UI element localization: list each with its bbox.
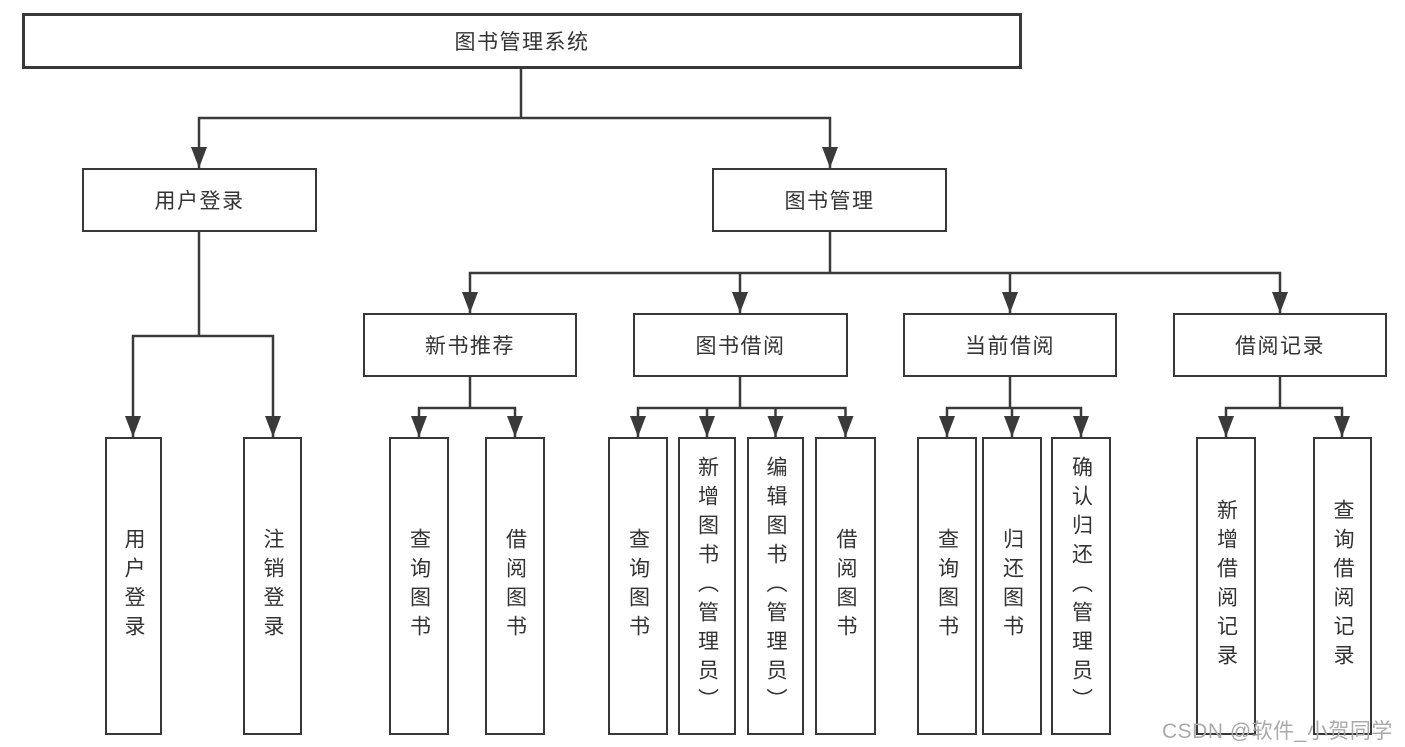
leaf-newbooks-borrow: 借阅图书 [485,437,545,735]
leaf-borrowing-edit-admin: 编辑图书（管理员） [747,437,804,735]
leaf-current-return: 归还图书 [982,437,1042,735]
node-current-borrowing: 当前借阅 [903,313,1117,377]
leaf-borrowing-borrow: 借阅图书 [815,437,876,735]
leaf-borrowing-add-admin-label: 新增图书（管理员） [695,455,719,717]
leaf-newbooks-search-label: 查询图书 [407,528,431,644]
leaf-newbooks-search: 查询图书 [389,437,449,735]
leaf-current-search: 查询图书 [917,437,977,735]
node-book-borrowing-label: 图书借阅 [695,335,786,358]
csdn-watermark: CSDN @软件_小贺同学 [1162,720,1393,743]
leaf-records-search: 查询借阅记录 [1313,437,1372,735]
arrowheads [125,147,1350,437]
node-book-management: 图书管理 [712,168,947,232]
node-borrowing-records: 借阅记录 [1173,313,1387,377]
leaf-borrowing-search: 查询图书 [608,437,668,735]
leaf-current-return-label: 归还图书 [1000,528,1024,644]
leaf-borrowing-edit-admin-label: 编辑图书（管理员） [764,455,787,717]
leaf-user-login: 用户登录 [105,437,162,735]
leaf-logout: 注销登录 [243,437,302,735]
node-new-book-recommend: 新书推荐 [363,313,577,377]
leaf-records-add: 新增借阅记录 [1196,437,1256,735]
node-user-login: 用户登录 [82,168,317,232]
leaf-records-add-label: 新增借阅记录 [1214,499,1238,673]
node-current-borrowing-label: 当前借阅 [965,335,1055,358]
leaf-current-confirm-admin: 确认归还（管理员） [1051,437,1111,735]
node-root-label: 图书管理系统 [454,31,590,54]
node-new-book-recommend-label: 新书推荐 [425,335,515,358]
node-book-management-label: 图书管理 [784,190,875,213]
leaf-records-search-label: 查询借阅记录 [1331,499,1354,673]
leaf-borrowing-search-label: 查询图书 [626,528,650,644]
leaf-current-search-label: 查询图书 [935,528,959,644]
node-book-borrowing: 图书借阅 [633,313,848,377]
node-user-login-label: 用户登录 [154,190,245,213]
leaf-user-login-label: 用户登录 [122,528,145,644]
node-borrowing-records-label: 借阅记录 [1235,335,1325,358]
leaf-borrowing-borrow-label: 借阅图书 [834,528,857,644]
leaf-current-confirm-admin-label: 确认归还（管理员） [1069,455,1093,717]
leaf-logout-label: 注销登录 [261,528,284,644]
leaf-borrowing-add-admin: 新增图书（管理员） [678,437,736,735]
leaf-newbooks-borrow-label: 借阅图书 [503,528,527,644]
node-root-system: 图书管理系统 [22,13,1022,69]
